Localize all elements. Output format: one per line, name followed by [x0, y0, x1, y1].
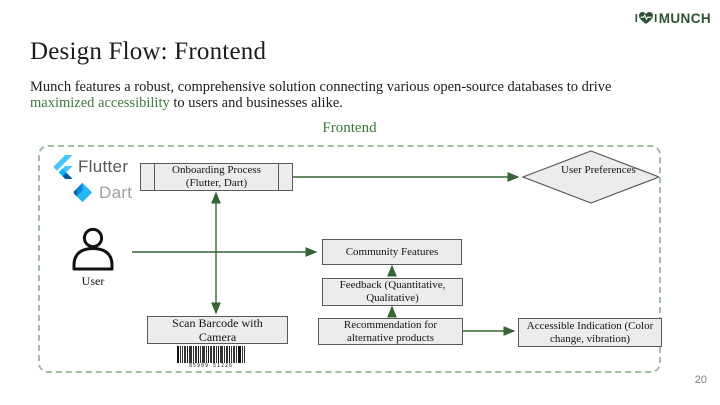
node-feedback: Feedback (Quantitative, Qualitative) [322, 278, 463, 306]
page-title: Design Flow: Frontend [30, 38, 267, 65]
heart-pulse-icon [635, 12, 657, 24]
dart-icon [73, 182, 93, 203]
user-label: User [81, 274, 105, 288]
node-user-preferences: User Preferences [561, 164, 636, 176]
intro-highlight: maximized accessibility [30, 94, 170, 111]
dart-logo: Dart [72, 182, 132, 203]
barcode-image [177, 346, 245, 363]
flutter-logo: Flutter [53, 155, 128, 179]
node-onboarding: Onboarding Process (Flutter, Dart) [140, 163, 293, 191]
barcode-digits: 85909 51226 [188, 363, 234, 369]
frontend-diagram: Flutter Dart User Onboarding Process (Fl… [38, 145, 662, 373]
user-icon [72, 227, 114, 271]
node-scan-barcode: Scan Barcode with Camera [147, 316, 288, 344]
brand-logo: MUNCH [635, 10, 711, 26]
node-community: Community Features [322, 239, 462, 265]
dart-label: Dart [99, 182, 133, 202]
brand-name: MUNCH [658, 10, 711, 26]
node-recommendation: Recommendation for alternative products [318, 318, 463, 345]
page-number: 20 [694, 374, 707, 386]
intro-text: Munch features a robust, comprehensive s… [30, 79, 678, 112]
node-accessible-indication: Accessible Indication (Color change, vib… [518, 318, 662, 347]
flutter-label: Flutter [78, 157, 129, 176]
diagram-title: Frontend [322, 120, 377, 136]
flutter-icon [53, 155, 73, 179]
intro-prefix: Munch features a robust, comprehensive s… [30, 79, 612, 95]
intro-suffix: to users and businesses alike. [169, 94, 343, 111]
